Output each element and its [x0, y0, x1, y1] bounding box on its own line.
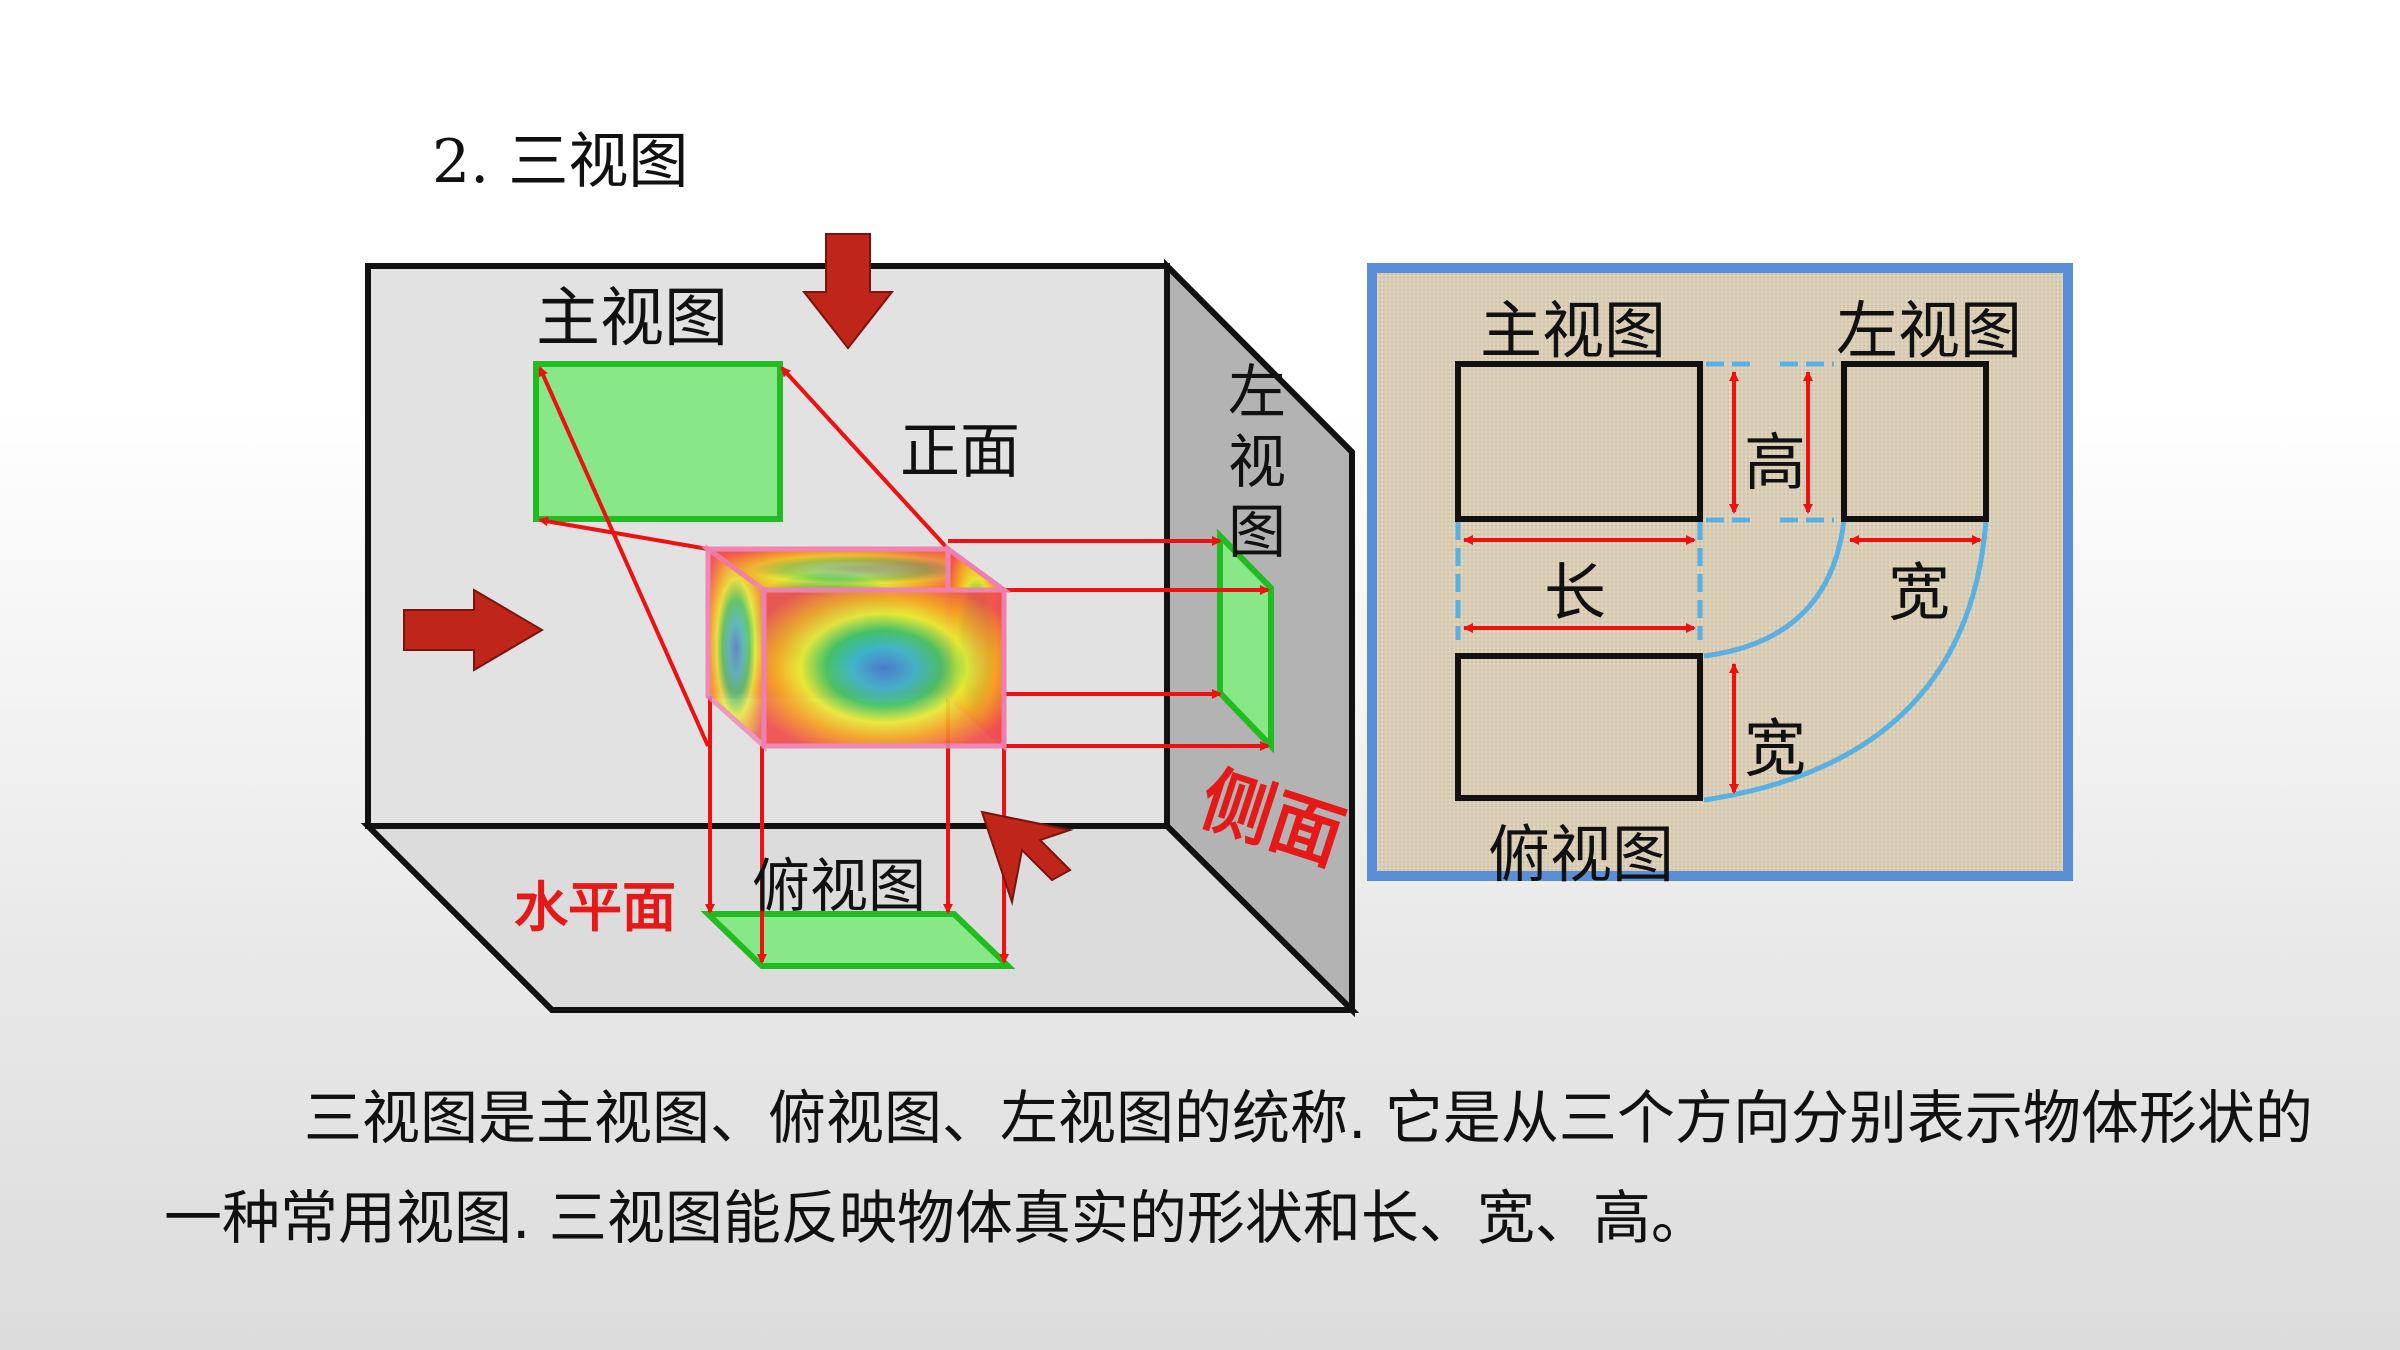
- width-label-bottom: 宽: [1744, 712, 1806, 785]
- panel-top-view-label: 俯视图: [1488, 818, 1674, 891]
- width-label-right: 宽: [1888, 556, 1950, 629]
- panel-left-view-label: 左视图: [1836, 294, 2022, 367]
- height-label: 高: [1744, 426, 1806, 499]
- dimension-arrows: [1463, 371, 1982, 794]
- front-view-label: 主视图: [536, 282, 728, 356]
- top-view-parallelogram: [700, 911, 1016, 969]
- description-text: 三视图是主视图、俯视图、左视图的统称. 它是从三个方向分别表示物体形状的一种常用…: [164, 1084, 2313, 1252]
- slide-title: 2. 三视图: [432, 127, 689, 197]
- guide-lines: [1455, 361, 1989, 803]
- left-view-label-char-3: 图: [1228, 498, 1286, 566]
- rainbow-prism: [700, 544, 1012, 752]
- arrow-from-top-icon: [801, 233, 895, 350]
- description-paragraph: 三视图是主视图、俯视图、左视图的统称. 它是从三个方向分别表示物体形状的一种常用…: [164, 1068, 2314, 1268]
- three-view-panel: [1367, 263, 2073, 881]
- left-view-label-char-1: 左: [1228, 358, 1286, 426]
- front-view-rect: [533, 361, 783, 522]
- left-view-box: [1841, 361, 1989, 522]
- top-view-box: [1455, 653, 1703, 801]
- front-projection-lines: [538, 366, 950, 747]
- arrow-from-side-icon: [980, 810, 1074, 906]
- front-face-label: 正面: [900, 417, 1020, 487]
- top-view-label: 俯视图: [752, 852, 926, 920]
- arrow-from-front-icon: [403, 588, 544, 672]
- left-view-label-char-2: 视: [1228, 428, 1286, 496]
- front-view-box: [1455, 361, 1703, 522]
- length-label: 长: [1544, 556, 1606, 629]
- horizontal-plane-label: 水平面: [514, 876, 676, 939]
- panel-front-view-label: 主视图: [1480, 294, 1666, 367]
- side-projection-lines: [948, 536, 1270, 751]
